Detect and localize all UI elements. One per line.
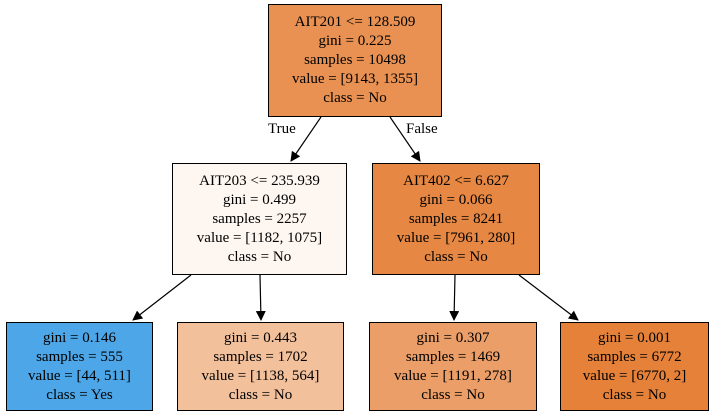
sample-count: samples = 10498 [304, 52, 406, 68]
class-label: class = No [421, 386, 485, 403]
tree-node-root: AIT201 <= 128.509 gini = 0.225 samples =… [268, 4, 442, 117]
sample-count: samples = 6772 [587, 348, 682, 365]
sample-count: samples = 555 [36, 348, 123, 365]
class-label: class = No [228, 386, 293, 403]
split-condition: AIT201 <= 128.509 [294, 14, 416, 30]
class-label: class = No [602, 386, 667, 403]
split-condition: AIT402 <= 6.627 [403, 172, 509, 189]
sample-count: samples = 2257 [212, 210, 307, 227]
sample-count: samples = 1702 [213, 348, 308, 365]
edge-right-to-leaf-4 [518, 274, 579, 321]
gini-value: gini = 0.443 [223, 329, 298, 346]
sample-count: samples = 8241 [408, 210, 504, 227]
gini-value: gini = 0.499 [222, 191, 297, 208]
edge-right-to-leaf-3 [449, 274, 460, 321]
class-values: value = [1182, 1075] [196, 229, 323, 246]
class-label: class = Yes [46, 386, 113, 403]
tree-leaf-2: gini = 0.443 samples = 1702 value = [113… [177, 322, 344, 411]
gini-value: gini = 0.001 [597, 329, 672, 346]
gini-value: gini = 0.066 [419, 191, 493, 208]
class-label: class = No [323, 90, 387, 106]
class-values: value = [6770, 2] [582, 367, 687, 384]
sample-count: samples = 1469 [405, 348, 501, 365]
split-condition: AIT203 <= 235.939 [199, 172, 320, 189]
gini-value: gini = 0.225 [318, 33, 392, 49]
class-values: value = [1138, 564] [201, 367, 320, 384]
tree-leaf-3: gini = 0.307 samples = 1469 value = [119… [369, 322, 537, 411]
gini-value: gini = 0.146 [42, 329, 117, 346]
edge-left-to-leaf-1 [132, 274, 192, 321]
class-label: class = No [424, 248, 488, 265]
class-values: value = [7961, 280] [396, 229, 516, 246]
edge-label-false: False [406, 121, 438, 137]
edge-root-to-left [290, 116, 322, 162]
edge-left-to-leaf-2 [255, 274, 266, 321]
class-values: value = [44, 511] [28, 367, 131, 384]
tree-leaf-1: gini = 0.146 samples = 555 value = [44, … [6, 322, 153, 411]
edge-label-true: True [268, 121, 296, 137]
tree-node-right: AIT402 <= 6.627 gini = 0.066 samples = 8… [372, 163, 540, 275]
tree-leaf-4: gini = 0.001 samples = 6772 value = [677… [560, 322, 709, 411]
class-label: class = No [227, 248, 292, 265]
tree-node-left: AIT203 <= 235.939 gini = 0.499 samples =… [172, 163, 347, 275]
class-values: value = [9143, 1355] [292, 71, 418, 87]
edge-root-to-right [389, 116, 421, 162]
class-values: value = [1191, 278] [394, 367, 512, 384]
gini-value: gini = 0.307 [416, 329, 490, 346]
